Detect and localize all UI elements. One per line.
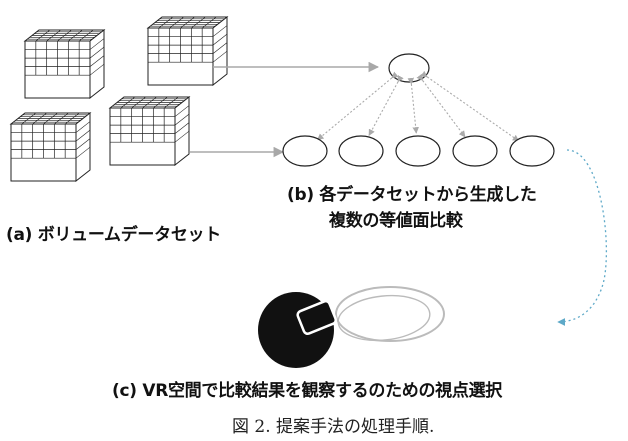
label-comparison-line2: 複数の等値面比較 (329, 211, 463, 231)
label-viewpoint: (c) VR空間で比較結果を観察するのための視点選択 (112, 381, 502, 401)
arrow-to-viewpoint (557, 149, 607, 326)
isosurface-node-icon (509, 135, 555, 167)
volume-cube-icon (108, 95, 191, 167)
isosurface-node-icon (282, 135, 328, 167)
label-volume-data: (a) ボリュームデータセット (6, 225, 221, 245)
figure-caption: 図 2. 提案手法の処理手順. (232, 417, 435, 437)
isosurface-node-icon (395, 135, 441, 167)
volume-datasets (9, 15, 229, 183)
vr-headset-icon (296, 299, 337, 335)
volume-cube-icon (9, 111, 92, 183)
root-node (388, 53, 430, 83)
volume-cube-icon (23, 28, 106, 100)
comparison-link (368, 75, 404, 136)
isosurface-node-icon (452, 135, 498, 167)
label-comparison-line1: (b) 各データセットから生成した (287, 185, 537, 205)
comparison-link (407, 77, 419, 134)
vr-viewpoint (258, 286, 445, 368)
comparison-link (316, 71, 399, 141)
data-flow-arrows (190, 61, 380, 158)
isosurface-ring-outer (335, 286, 445, 342)
isosurface-ring-inner (337, 294, 431, 342)
comparison-link (420, 70, 520, 142)
comparison-tree (282, 53, 555, 167)
volume-cube-icon (146, 15, 229, 87)
isosurface-node-icon (338, 135, 384, 167)
